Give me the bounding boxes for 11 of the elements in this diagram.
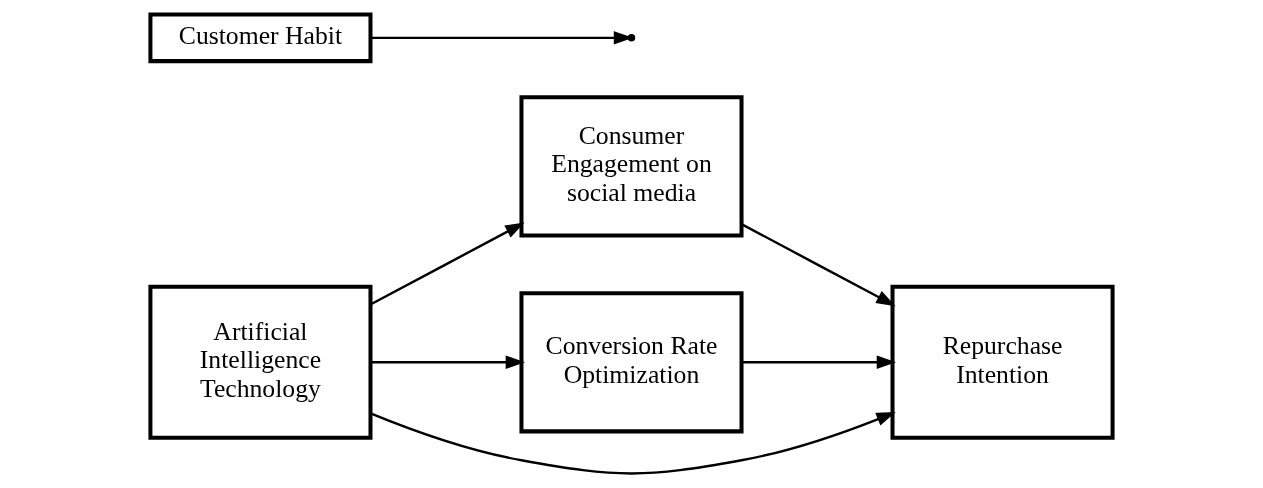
node-box: Conversion Rate Optimization [519,291,744,434]
node-box: Consumer Engagement on social media [519,95,744,238]
arrow [741,223,896,307]
node-box: Artificial Intelligence Technology [148,284,373,440]
arrow [370,355,525,370]
node-box: Customer Habit [148,12,373,64]
arrow [370,411,896,475]
arrow [370,222,525,306]
arrow [742,355,896,370]
arrow [370,31,634,45]
node-box: Repurchase Intention [890,284,1115,440]
